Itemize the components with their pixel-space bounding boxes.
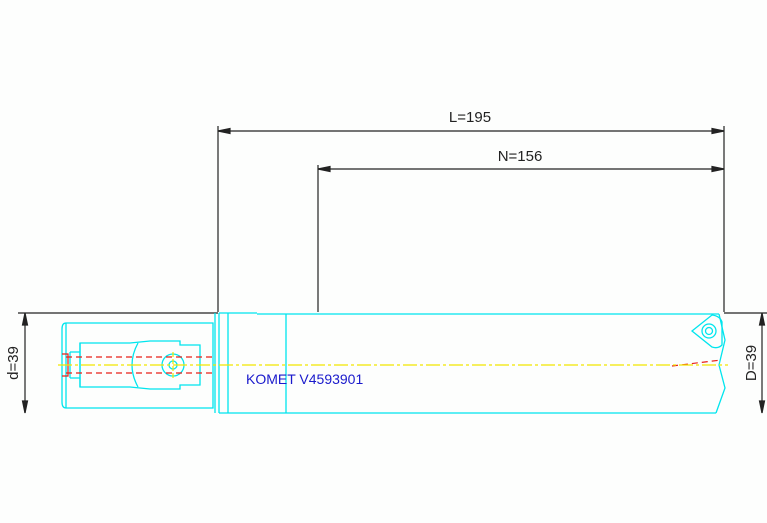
part-number-label: KOMET V4593901: [246, 371, 363, 387]
dimension-usable-length: [317, 165, 725, 312]
dimension-label-L: L=195: [449, 109, 491, 126]
dimension-cutting-diameter: [724, 312, 767, 414]
dimension-label-d: d=39: [5, 346, 22, 380]
dimension-overall-length: [217, 126, 725, 312]
dimension-shank-diameter: [18, 312, 218, 414]
tool-shank: [61, 313, 220, 413]
tool-body: [219, 312, 726, 414]
hidden-lines-coolant: [66, 356, 722, 374]
cutting-insert: [690, 314, 723, 349]
dimension-label-N: N=156: [498, 148, 543, 165]
centerline: [58, 352, 728, 378]
dimension-label-D: D=39: [743, 345, 760, 381]
